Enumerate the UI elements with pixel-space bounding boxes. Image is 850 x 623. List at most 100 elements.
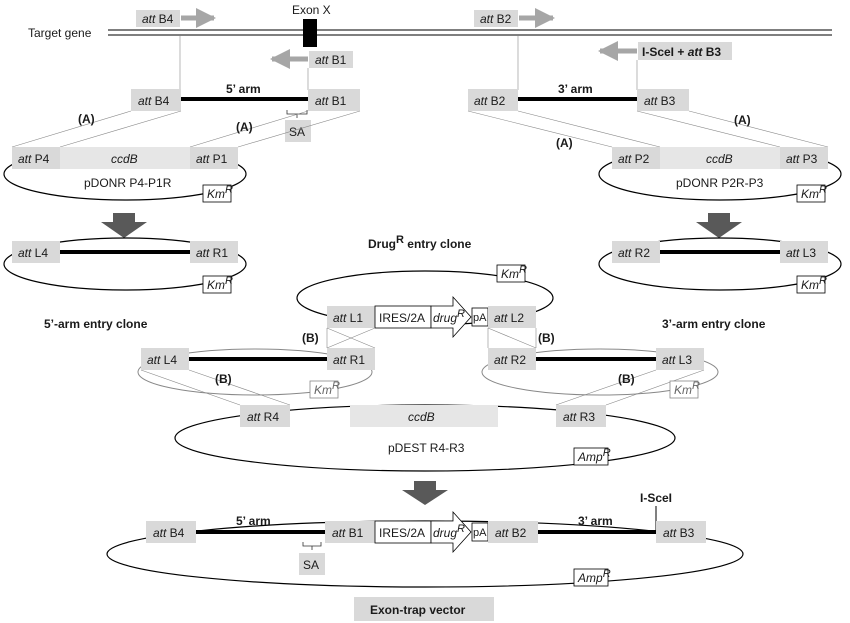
final-sa-label: SA — [303, 558, 319, 572]
pdonr-right-km-box — [796, 184, 826, 203]
drug-pa-label: pA — [473, 312, 487, 324]
top-projection-lines — [179, 36, 638, 90]
pdest-label: pDEST R4-R3 — [388, 441, 465, 455]
left-ccdb-label: ccdB — [111, 152, 138, 166]
drug-marker-arrow — [430, 295, 472, 339]
exon-x-label: Exon X — [292, 3, 331, 17]
top-scei-attb3-box — [638, 42, 732, 60]
top-attb2-label: att B2 — [480, 12, 512, 26]
right-attb3-label: att B3 — [644, 94, 676, 108]
lr-3arm-circle — [481, 348, 719, 396]
right-label-a2: (A) — [734, 113, 751, 127]
pdonr-left-label: pDONR P4-P1R — [84, 176, 172, 190]
final-amp-label: AmpR — [577, 568, 611, 585]
pdonr-left-km-box — [202, 184, 232, 203]
clone-5-circle — [3, 237, 247, 291]
left-attb1-label: att B1 — [315, 94, 347, 108]
right-label-a1: (A) — [556, 136, 573, 150]
left-down-arrow — [101, 213, 147, 238]
top-attb4-label: att B4 — [142, 12, 174, 26]
left-ccdb-box — [60, 147, 190, 169]
left-attb4-label: att B4 — [138, 94, 170, 108]
pdest-ccdb-box — [350, 405, 498, 427]
pdest-ccdb-label: ccdB — [408, 410, 435, 424]
pdest-attr3-box — [556, 405, 606, 427]
clone-3-circle — [598, 237, 842, 291]
lr-label-b4: (B) — [618, 372, 635, 386]
clone-5-entry: att L4 att R1 KmR 5’-arm entry clone — [3, 237, 247, 331]
right-3arm-label: 3’ arm — [558, 82, 593, 96]
left-bp-reaction: att B4 5’ arm att B1 SA (A) (A) att P4 c… — [3, 82, 361, 238]
final-amp-box — [573, 568, 609, 587]
top-scei-attb3-label: I-SceI + att B3 — [642, 45, 721, 59]
clone3-attr2-box — [612, 241, 660, 263]
final-title-box — [354, 597, 494, 621]
pdest-amp-box — [573, 447, 609, 466]
lr-label-b2: (B) — [538, 331, 555, 345]
clone3-attl3-label: att L3 — [786, 246, 816, 260]
lr-3arm-clone: att R2 att L3 KmR — [481, 348, 719, 399]
right-attp3-box — [780, 147, 828, 169]
drug-km-box — [496, 264, 526, 283]
right-attp2-box — [612, 147, 660, 169]
lr5-attl4-label: att L4 — [147, 353, 177, 367]
left-sa-box — [285, 120, 311, 142]
clone5-km-label: KmR — [207, 275, 233, 292]
right-down-arrow — [696, 213, 742, 238]
final-ires-label: IRES/2A — [379, 526, 425, 540]
clone-3-title: 3’-arm entry clone — [662, 317, 766, 331]
drug-attl2-label: att L2 — [494, 311, 524, 325]
pdonr-right-km-label: KmR — [801, 184, 827, 201]
lr3-km-box — [669, 380, 699, 399]
lr3-km-label: KmR — [674, 380, 700, 397]
lr5-attr1-label: att R1 — [333, 353, 365, 367]
final-title: Exon-trap vector — [370, 603, 466, 617]
final-drug-arrow — [430, 510, 472, 554]
left-attp1-box — [190, 147, 238, 169]
left-attp4-box — [12, 147, 60, 169]
lr-crossover-lines — [140, 327, 705, 406]
lr-5arm-circle — [137, 348, 373, 396]
lr3-attr2-label: att R2 — [494, 353, 526, 367]
lr5-km-label: KmR — [314, 380, 340, 397]
right-attb3-box — [637, 89, 689, 111]
final-sa-bracket — [302, 542, 322, 550]
lr3-attl3-label: att L3 — [662, 353, 692, 367]
lr-5arm-clone: att L4 att R1 KmR — [137, 348, 375, 399]
top-attb4-box — [136, 10, 180, 27]
drug-attl1-box — [327, 306, 375, 328]
final-down-arrow — [402, 481, 448, 505]
pdest-amp-label: AmpR — [577, 447, 611, 464]
clone3-attr2-label: att R2 — [618, 246, 650, 260]
right-attb2-box — [468, 89, 518, 111]
clone-3-entry: att R2 att L3 KmR 3’-arm entry clone — [598, 237, 842, 331]
target-gene-label: Target gene — [28, 26, 92, 40]
pdest-vector: att R4 ccdB att R3 pDEST R4-R3 AmpR — [174, 404, 676, 472]
final-attb2-box — [488, 521, 538, 543]
pdonr-left-km-label: KmR — [207, 184, 233, 201]
pdest-attr4-box — [240, 405, 290, 427]
final-attb3-label: att B3 — [663, 526, 695, 540]
right-ccdb-box — [660, 147, 780, 169]
right-ccdb-label: ccdB — [706, 152, 733, 166]
clone-5-title: 5’-arm entry clone — [44, 317, 148, 331]
clone5-attl4-box — [12, 241, 60, 263]
top-attb1-box — [309, 51, 353, 68]
left-label-a2: (A) — [236, 120, 253, 134]
lr-label-b1: (B) — [302, 331, 319, 345]
exon-x-block — [303, 19, 317, 47]
drug-entry-title: DrugR entry clone — [368, 234, 472, 251]
lr-label-b3: (B) — [215, 372, 232, 386]
left-attp4-label: att P4 — [18, 152, 50, 166]
final-scei-label: I-SceI — [640, 491, 672, 505]
final-attb1-label: att B1 — [332, 526, 364, 540]
lr5-attl4-box — [141, 348, 189, 370]
clone5-attr1-box — [190, 241, 238, 263]
drug-km-label: KmR — [501, 264, 527, 281]
lr5-km-box — [309, 380, 339, 399]
left-attp1-label: att P1 — [196, 152, 228, 166]
final-attb2-label: att B2 — [495, 526, 527, 540]
right-bp-reaction: att B2 3’ arm att B3 (A) (A) att P2 ccdB… — [467, 82, 842, 238]
